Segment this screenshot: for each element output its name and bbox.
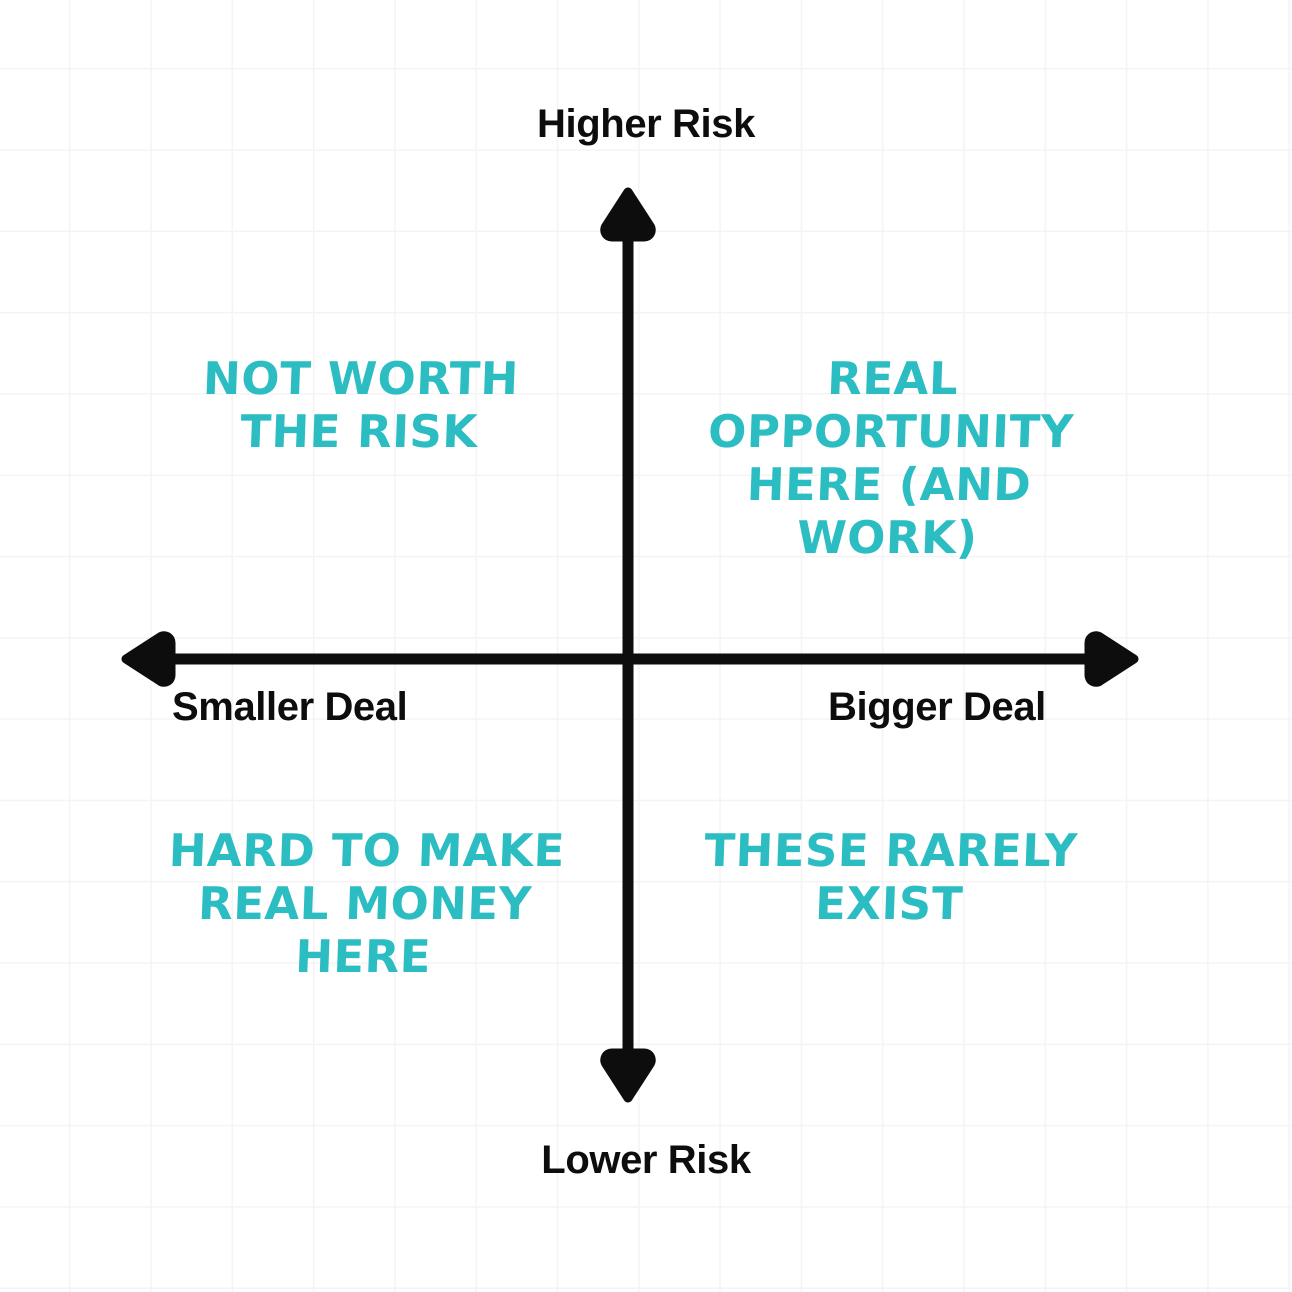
axis-label-lower-risk: Lower Risk <box>541 1138 751 1182</box>
arrowhead-right-icon <box>1084 631 1139 687</box>
quadrant-label-top-left: NOT WORTH THE RISK <box>202 352 520 459</box>
axis-label-higher-risk: Higher Risk <box>537 102 755 146</box>
quadrant-label-top-right: REAL OPPORTUNITY HERE (AND WORK) <box>707 352 1075 565</box>
quadrant-label-bottom-left: HARD TO MAKE REAL MONEY HERE <box>167 824 566 984</box>
quadrant-label-bottom-right: THESE RARELY EXIST <box>703 824 1079 931</box>
arrowhead-down-icon <box>600 1048 656 1103</box>
arrowhead-up-icon <box>600 187 656 242</box>
arrowhead-left-icon <box>121 631 176 687</box>
axis-label-smaller-deal: Smaller Deal <box>172 685 408 729</box>
axis-label-bigger-deal: Bigger Deal <box>828 685 1046 729</box>
